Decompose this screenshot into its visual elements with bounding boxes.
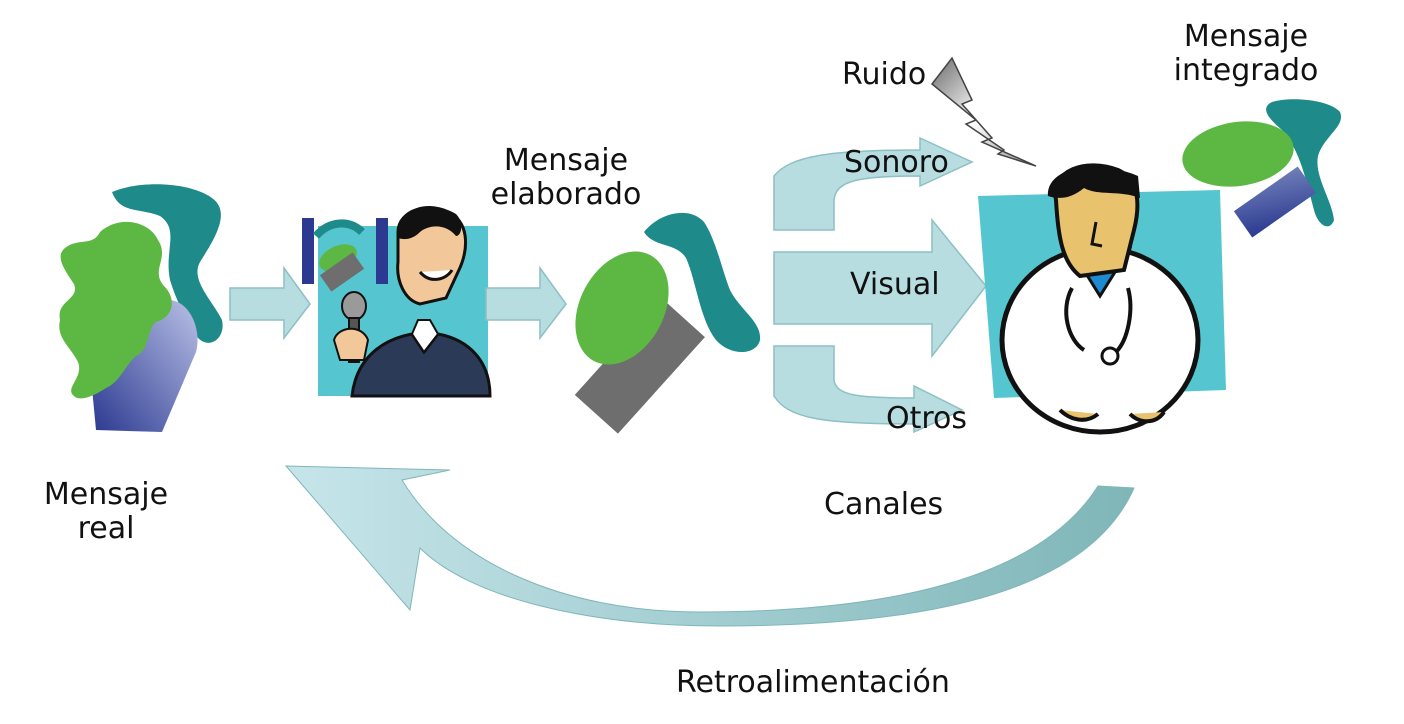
channel-arrow-otros — [773, 345, 964, 434]
mensaje-integrado-navy-bar — [1233, 166, 1317, 238]
label-ruido: Ruido — [842, 57, 927, 92]
label-sonoro: Sonoro — [844, 145, 949, 180]
label-mensaje-integrado-line-2: integrado — [1173, 53, 1319, 88]
receiver-illustration — [978, 163, 1226, 435]
mensaje-real-teal-blob — [112, 184, 223, 343]
label-mensaje-real: Mensaje real — [26, 478, 186, 546]
flow-arrow-1 — [229, 265, 311, 341]
channel-arrow-sonoro — [773, 136, 974, 231]
mensaje-elaborado-grey-bar — [574, 298, 705, 434]
channel-arrows — [773, 136, 987, 434]
mensaje-elaborado-shape — [574, 212, 761, 434]
presenter-logo-bar-left — [302, 218, 314, 284]
mensaje-integrado-teal-shape — [1266, 99, 1342, 227]
feedback-arrow — [284, 465, 1135, 627]
label-mensaje-elaborado: Mensaje elaborado — [476, 144, 656, 212]
label-canales: Canales — [824, 487, 944, 522]
mensaje-integrado-shape — [1182, 99, 1342, 238]
mensaje-elaborado-green-ellipse — [575, 251, 669, 365]
channel-arrow-visual — [773, 217, 987, 359]
mensaje-elaborado-teal-shape — [644, 212, 761, 352]
label-otros: Otros — [886, 401, 968, 436]
label-mensaje-integrado: Mensaje integrado — [1166, 20, 1326, 88]
mensaje-real-shape — [59, 184, 223, 432]
label-visual: Visual — [850, 267, 940, 302]
presenter-logo-bar-right — [376, 218, 388, 284]
flow-arrow-2 — [485, 265, 567, 341]
label-mensaje-real-line-1: Mensaje — [43, 477, 169, 512]
mensaje-integrado-green-ellipse — [1182, 121, 1294, 187]
label-mensaje-elaborado-line-1: Mensaje — [503, 143, 629, 178]
label-mensaje-integrado-line-1: Mensaje — [1183, 19, 1309, 54]
presenter-illustration — [302, 206, 492, 398]
mensaje-real-navy-shape — [92, 300, 198, 432]
label-mensaje-elaborado-line-2: elaborado — [490, 177, 642, 212]
label-retroalimentacion: Retroalimentación — [676, 665, 950, 700]
mensaje-real-green-blob — [59, 221, 172, 399]
label-mensaje-real-line-2: real — [77, 511, 135, 546]
ruido-lightning-icon — [930, 56, 1037, 167]
